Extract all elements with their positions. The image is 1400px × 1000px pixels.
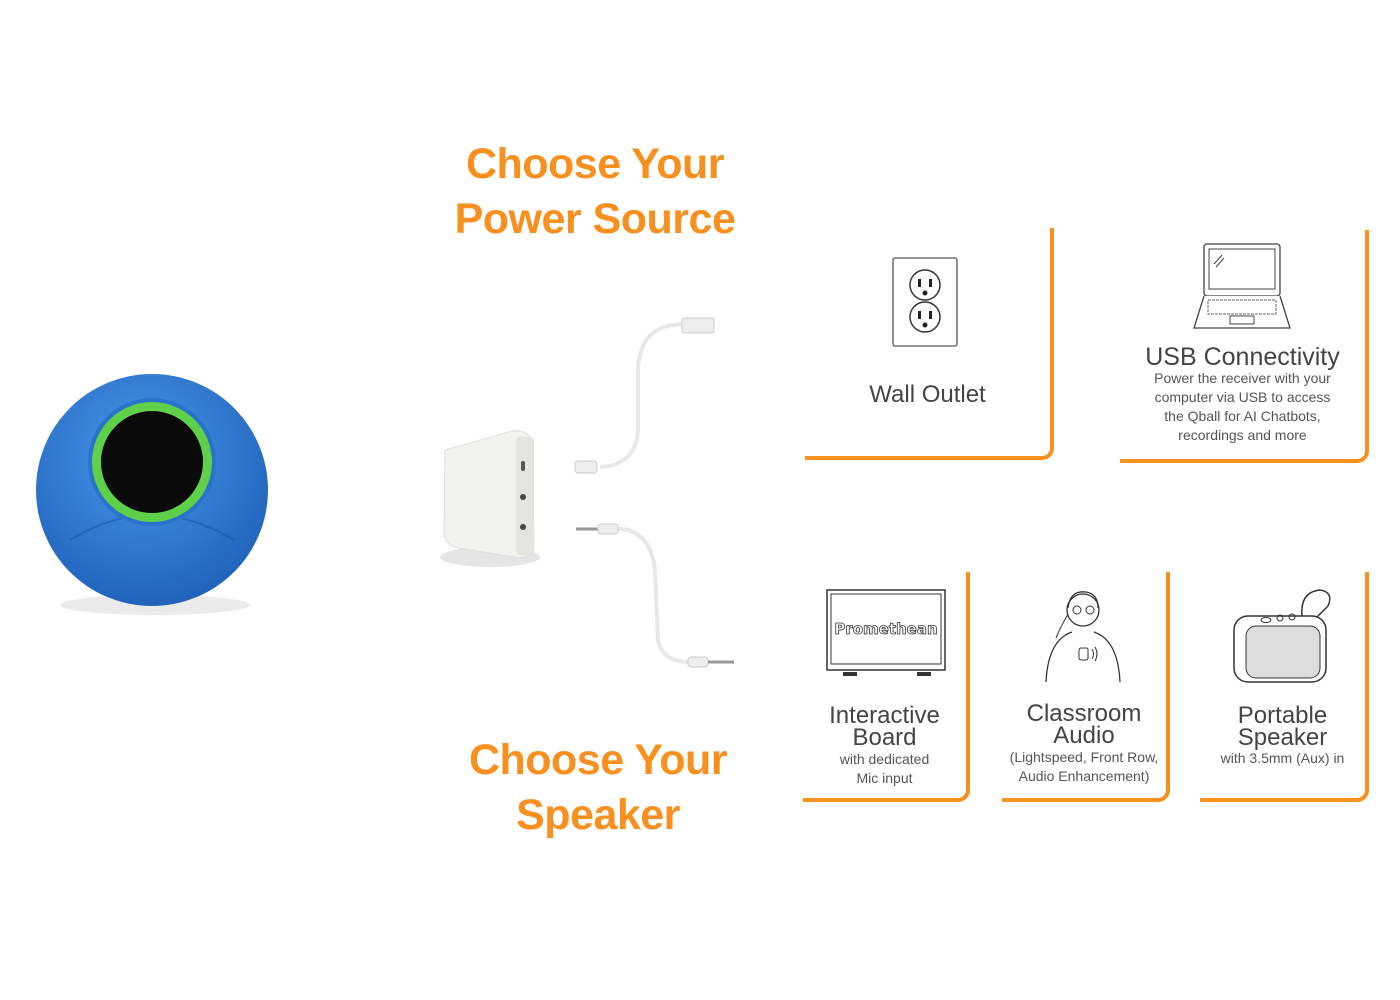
option-description: with 3.5mm (Aux) in <box>1200 749 1365 768</box>
speaker-option-portable-speaker: Portable Speaker with 3.5mm (Aux) in <box>1200 572 1369 802</box>
description-line: (Lightspeed, Front Row, <box>1009 749 1159 765</box>
qball-device-image <box>36 374 268 615</box>
title-line: Board <box>852 724 917 751</box>
description-line: computer via USB to access <box>1154 389 1331 405</box>
power-option-wall-outlet: Wall Outlet <box>805 228 1054 460</box>
option-title: Interactive Board <box>803 702 966 751</box>
power-source-heading: Choose Your Power Source <box>400 137 790 247</box>
option-title: Portable Speaker <box>1200 702 1365 751</box>
heading-line: Power Source <box>454 195 736 243</box>
heading-line: Choose Your <box>468 736 728 784</box>
title-line: Classroom <box>1026 700 1142 727</box>
option-title: Classroom Audio <box>1002 700 1166 749</box>
wall-outlet-icon <box>892 257 958 347</box>
description-line: Mic input <box>856 770 913 786</box>
option-title: Wall Outlet <box>869 381 986 408</box>
receiver-image <box>440 430 540 567</box>
description-line: recordings and more <box>1178 427 1307 443</box>
laptop-icon <box>1193 243 1291 329</box>
option-description: Power the receiver with your computer vi… <box>1120 369 1365 445</box>
heading-line: Choose Your <box>465 140 725 188</box>
teacher-mic-icon <box>1045 591 1121 683</box>
title-line: Interactive <box>829 702 940 729</box>
option-title: USB Connectivity <box>1145 343 1340 371</box>
description-line: Audio Enhancement) <box>1018 768 1150 784</box>
description-line: with 3.5mm (Aux) in <box>1220 750 1345 766</box>
description-line: the Qball for AI Chatbots, <box>1164 408 1321 424</box>
description-line: with dedicated <box>839 751 930 767</box>
title-line: Audio <box>1053 722 1115 749</box>
brand-logo: Promethean <box>834 620 937 638</box>
heading-line: Speaker <box>516 791 680 839</box>
option-description: with dedicated Mic input <box>803 750 966 788</box>
title-line: Portable <box>1237 702 1328 729</box>
portable-speaker-icon <box>1233 589 1331 683</box>
description-line: Power the receiver with your <box>1154 370 1331 386</box>
speaker-option-classroom-audio: Classroom Audio (Lightspeed, Front Row, … <box>1002 572 1170 802</box>
title-line: Speaker <box>1237 724 1328 751</box>
power-option-usb: USB Connectivity Power the receiver with… <box>1120 230 1369 463</box>
speaker-heading: Choose Your Speaker <box>400 733 796 843</box>
interactive-board-icon: Promethean <box>826 589 946 676</box>
cables-image <box>574 317 734 668</box>
speaker-option-interactive-board: Promethean Interactive Board with dedica… <box>803 572 970 802</box>
option-description: (Lightspeed, Front Row, Audio Enhancemen… <box>1002 748 1166 786</box>
